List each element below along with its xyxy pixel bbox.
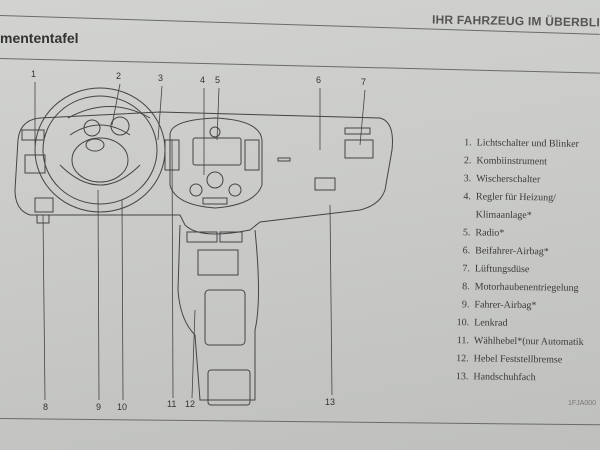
legend-item: 5.Radio* [462,227,505,239]
callout-5: 5 [215,75,221,85]
callout-13: 13 [325,397,336,407]
console-tunnel [177,224,259,401]
legend-item: 9.Fahrer-Airbag* [461,299,537,312]
legend-item: 2.Kombiinstrument [463,155,548,168]
legend-item: 10.Lenkrad [456,317,508,329]
figure-code: 1FJA000 [568,400,597,407]
callout-7: 7 [361,77,367,87]
legend-item: 7.Lüftungsdüse [462,263,530,276]
legend-item: 4.Regler für Heizung/ [463,191,556,204]
callout-11: 11 [167,399,177,409]
callout-3: 3 [158,73,164,83]
callout-12: 12 [185,399,196,409]
callout-9: 9 [96,402,102,412]
legend-item: 8.Motorhaubenentriegelung [462,281,579,294]
legend-item: 6.Beifahrer-Airbag* [462,245,549,258]
center-stack [169,117,263,209]
legend-item: 12.Hebel Feststellbremse [456,353,563,366]
section-title: mententafel [0,30,79,46]
legend-item-continued: Klimaanlage* [475,209,532,222]
legend-item: 1.Lichtschalter und Blinker [464,137,579,150]
callout-10: 10 [117,402,128,412]
callout-1: 1 [31,69,37,79]
callout-8: 8 [43,402,49,412]
legend-list: 1.Lichtschalter und Blinker 2.Kombiinstr… [450,137,586,391]
dashboard-outline [14,111,393,235]
callout-4: 4 [200,75,206,85]
legend-item: 11.Wählhebel*(nur Automatik [456,335,584,348]
callout-2: 2 [116,71,122,81]
airbag-hub [71,137,129,183]
leader-lines [34,82,366,401]
callout-6: 6 [316,75,322,85]
legend-item: 3.Wischerschalter [463,173,541,186]
legend-item: 13.Handschuhfach [455,371,536,384]
